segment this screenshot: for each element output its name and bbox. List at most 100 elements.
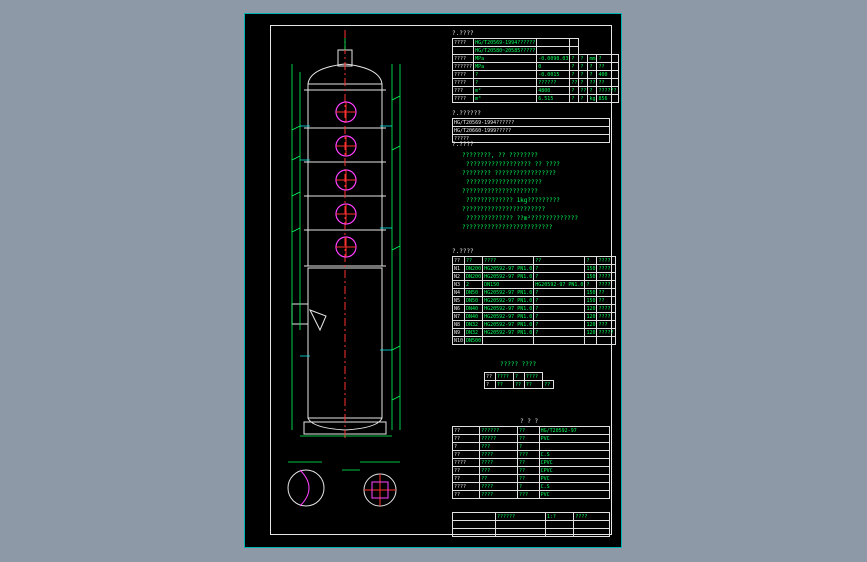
nozzle-cell: DN32: [464, 328, 484, 337]
detail-view-a: [287, 469, 325, 507]
nozzle-cell: [533, 336, 586, 345]
design-cell: ??????: [536, 78, 571, 87]
nozzle-cell: ????: [482, 256, 535, 265]
nozzle-cell: ??: [596, 288, 616, 297]
nozzle-cell: HG20592-97 PN1.0: [482, 296, 535, 305]
parts-row: ??????PVC: [451, 474, 611, 483]
nozzle-cell: ?: [533, 288, 586, 297]
design-cell: ??: [578, 86, 589, 95]
parts-cell: ???: [479, 466, 518, 475]
parts-cell: ?: [516, 442, 540, 451]
nozzle-cell: 150: [584, 272, 598, 281]
inlet-cone: [308, 309, 327, 332]
design-cell: ??????: [451, 62, 475, 71]
design-cell: HG/T20569-1994??????: [473, 38, 538, 47]
standards-title: ?.??????: [452, 110, 481, 117]
design-cell: ??: [596, 62, 619, 71]
nozzle-cell: N2: [451, 272, 466, 281]
nozzle-cell: ??: [464, 256, 484, 265]
nozzle-title: ?.????: [452, 248, 474, 255]
nozzle-cell: 150: [584, 264, 598, 273]
nozzle-cell: DN200: [464, 272, 484, 281]
design-cell: [569, 46, 580, 55]
mini-cell: ??: [494, 380, 515, 389]
parts-cell: ????: [479, 450, 518, 459]
parts-cell: CPVC: [538, 466, 611, 475]
nozzle-cell: DN50: [464, 296, 484, 305]
std-cell: ?????: [452, 134, 610, 143]
nozzle-cell: N9: [451, 328, 466, 337]
nozzle-cell: DN40: [464, 304, 484, 313]
parts-cell: ????: [479, 490, 518, 499]
parts-cell: [538, 442, 611, 451]
nozzle-cell: ?: [584, 280, 598, 289]
nozzle-cell: HG20592-97 PN1.0: [482, 272, 535, 281]
parts-cell: ??: [451, 490, 481, 499]
standards-table: HG/T20569-1994??????HG/T20660-1999??????…: [452, 118, 610, 143]
design-cell: ?: [578, 94, 589, 103]
nozzle-cell: HG20592-97 PN1.0: [533, 280, 586, 289]
nozzle-cell: 120: [584, 328, 598, 337]
parts-cell: ??: [451, 450, 481, 459]
nozzle-cell: DN32: [464, 320, 484, 329]
tech-line: ?????????????????????: [462, 188, 538, 195]
nozzle-cell: [584, 336, 598, 345]
nozzle-cell: ????: [596, 312, 616, 321]
tech-line: ?????????????????????: [466, 179, 542, 186]
design-data-table: ????HG/T20569-1994??????HG/T20580~20585?…: [451, 38, 619, 103]
design-cell: ?: [578, 54, 589, 63]
nozzle-cell: N6: [451, 304, 466, 313]
design-cell: [536, 38, 571, 47]
mini-cell: ????: [494, 372, 515, 381]
nozzle-cell: ???: [596, 320, 616, 329]
nozzle-cell: 150: [584, 296, 598, 305]
parts-row: ?????????C.S: [451, 450, 611, 459]
nozzle-cell: ?: [533, 328, 586, 337]
std-cell: HG/T20660-1999?????: [452, 126, 610, 135]
design-cell: ?: [587, 86, 598, 95]
design-cell: ????: [451, 54, 475, 63]
design-cell: m²: [473, 86, 538, 95]
parts-cell: ????: [451, 482, 481, 491]
design-cell: ?: [473, 78, 538, 87]
tech-line: ???????? ?????????????????: [462, 170, 556, 177]
parts-cell: ??: [516, 474, 540, 483]
parts-cell: ??: [451, 474, 481, 483]
std-row: HG/T20569-1994??????: [452, 118, 610, 127]
design-cell: ?: [569, 70, 580, 79]
nozzle-cell: N4: [451, 288, 466, 297]
mini-cell: ?: [513, 372, 525, 381]
design-cell: -0.0015: [536, 70, 571, 79]
parts-row: ?????????PVC: [451, 434, 611, 443]
nozzle-cell: ?: [533, 296, 586, 305]
design-cell: ?: [578, 78, 589, 87]
nozzle-cell: ????: [596, 256, 616, 265]
nozzle-cell: DN50: [464, 288, 484, 297]
nozzle-cell: ????: [596, 264, 616, 273]
design-row: ?????-0.0015???400: [451, 70, 619, 79]
std-row: ?????: [452, 134, 610, 143]
mini-row: ???????????: [484, 372, 554, 381]
nozzle-cell: HG20592-97 PN1.0: [482, 304, 535, 313]
nozzle-cell: ??: [596, 296, 616, 305]
nozzle-cell: ????: [596, 280, 616, 289]
design-cell: [451, 46, 475, 55]
parts-cell: ??: [516, 434, 540, 443]
scale: 1:?: [544, 512, 575, 521]
design-cell: m³: [473, 94, 538, 103]
parts-cell: ??: [479, 474, 518, 483]
nozzle-cell: ??: [451, 256, 466, 265]
design-row: ????MPa-0.0090.03??mm?: [451, 54, 619, 63]
design-cell: 400: [596, 70, 619, 79]
nozzle-cell: ????: [596, 304, 616, 313]
parts-cell: ????: [479, 458, 518, 467]
sheet-no: ????: [573, 512, 610, 521]
design-cell: MPa: [473, 54, 538, 63]
nozzle-cell: [596, 336, 616, 345]
design-cell: ?: [569, 54, 580, 63]
nozzle-cell: 120: [584, 312, 598, 321]
